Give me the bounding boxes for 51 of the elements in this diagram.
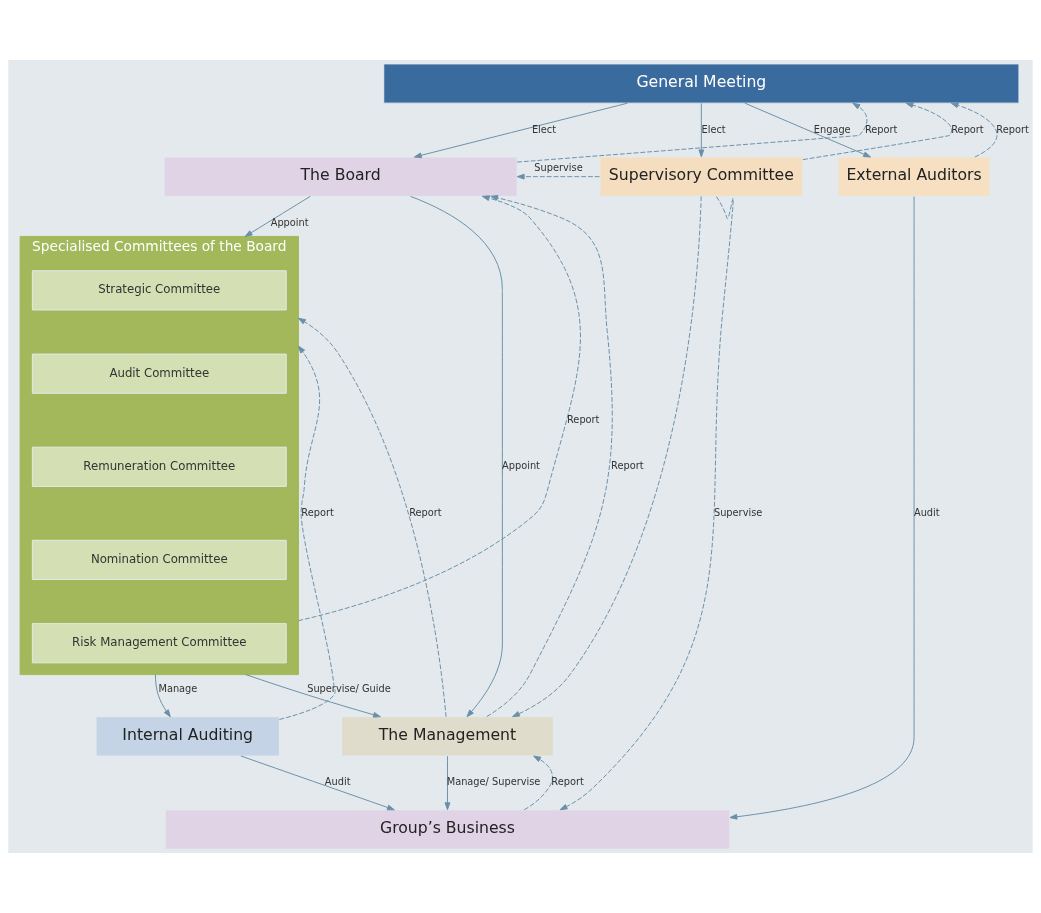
arrow [410, 195, 503, 718]
arrow [516, 102, 868, 163]
arrow [298, 195, 581, 622]
arrow [512, 195, 702, 718]
arrow [154, 674, 171, 718]
edge-label: Report [951, 123, 984, 135]
edge-label: Report [864, 123, 898, 135]
node-box: Nomination Committee [31, 539, 287, 580]
edge-label: Appoint [270, 216, 309, 228]
arrow [802, 102, 953, 161]
node-box: Supervisory Committee [599, 156, 804, 197]
arrow [413, 102, 628, 159]
node-box: Internal Auditing [95, 716, 280, 757]
edge-label: Manage [158, 683, 198, 695]
edge-label: Report [551, 776, 584, 788]
edge-label: Engage [813, 123, 851, 135]
arrow [523, 755, 553, 811]
arrow [245, 674, 381, 718]
edge-label: Supervise [534, 161, 583, 173]
edge-label: Report [409, 506, 442, 518]
arrow [744, 102, 872, 158]
edge-label: Report [566, 413, 600, 425]
edge-label: Supervise [713, 506, 763, 518]
edge-label: Report [996, 123, 1029, 135]
edge-label: Elect [701, 123, 726, 135]
arrow [240, 755, 395, 811]
edge-label: Report [301, 506, 334, 518]
node-box: General Meeting [383, 63, 1020, 104]
arrow [950, 102, 998, 158]
edge-label: Audit [324, 776, 351, 788]
arrow [244, 195, 311, 237]
node-box: Group’s Business [164, 809, 731, 850]
node-box: External Auditors [837, 156, 991, 197]
node-box: The Board [163, 156, 518, 197]
arrow [298, 317, 447, 718]
arrow [486, 195, 613, 718]
node-box: Audit Committee [31, 353, 287, 394]
node-box: Remuneration Committee [31, 446, 287, 487]
arrow [516, 173, 600, 180]
edge-label: Elect [531, 123, 557, 135]
edge-label: Appoint [502, 460, 540, 472]
arrow [559, 196, 734, 811]
node-box: The Management [341, 716, 554, 757]
edge-label: Audit [913, 506, 940, 518]
arrow [698, 102, 705, 158]
edge-label: Supervise/ Guide [307, 683, 391, 695]
arrow [278, 345, 336, 720]
node-box: Risk Management Committee [31, 623, 287, 664]
edge-label: Report [611, 460, 644, 472]
node-box: Strategic Committee [31, 270, 287, 311]
arrow [729, 196, 915, 820]
